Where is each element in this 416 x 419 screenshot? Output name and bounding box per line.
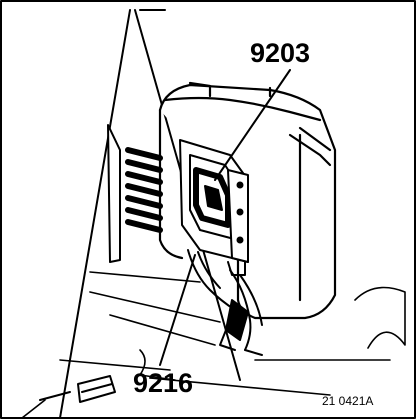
callout-9203: 9203 <box>250 38 310 68</box>
floor-lines <box>21 271 406 419</box>
leader-lines <box>159 69 291 366</box>
callout-9216: 9216 <box>133 368 193 398</box>
figure-reference-code: 21 0421A <box>322 394 373 408</box>
leader-9216 <box>159 254 196 366</box>
mounting-bracket <box>227 169 249 276</box>
lower-duct <box>39 375 116 403</box>
leader-9203 <box>214 69 291 181</box>
vent-slots <box>125 147 163 233</box>
